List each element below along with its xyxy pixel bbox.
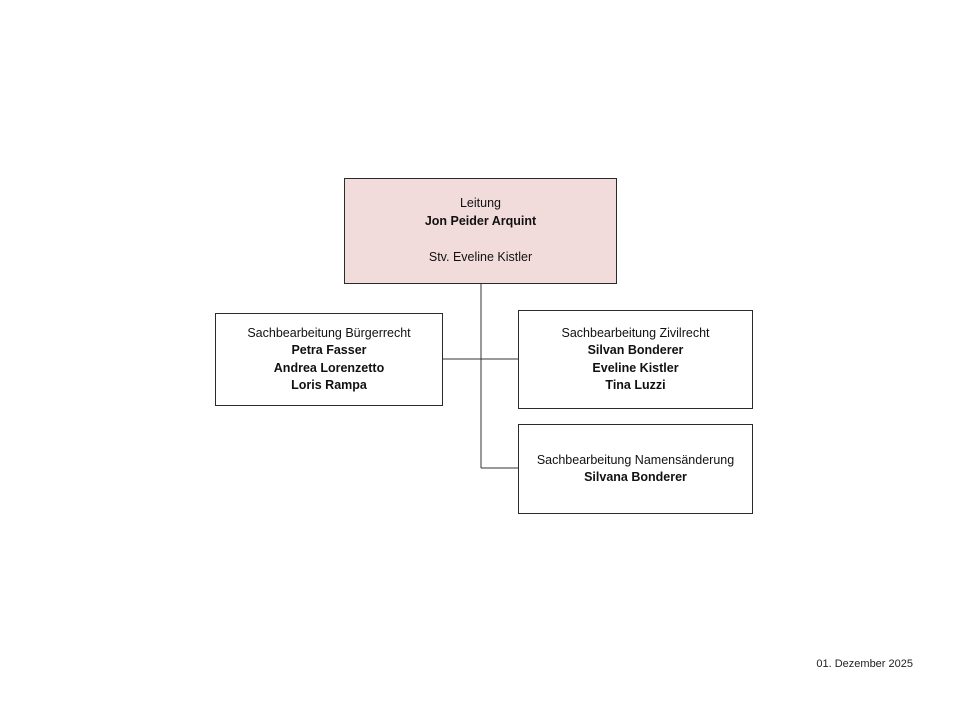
lead-title: Leitung: [459, 196, 501, 211]
unit-member: Eveline Kistler: [592, 360, 679, 375]
unit-member: Andrea Lorenzetto: [273, 360, 385, 375]
unit-title: Sachbearbeitung Namensänderung: [536, 452, 735, 467]
unit-member: Silvana Bonderer: [584, 470, 687, 484]
unit-member: Tina Luzzi: [605, 378, 666, 392]
footer-date: 01. Dezember 2025: [816, 658, 913, 670]
unit-member: Silvan Bonderer: [587, 343, 684, 357]
unit-box-namensaenderung: Sachbearbeitung Namensänderung Silvana B…: [518, 424, 753, 514]
lead-box: Leitung Jon Peider Arquint Stv. Eveline …: [344, 178, 617, 284]
lead-deputy: Stv. Eveline Kistler: [428, 250, 533, 265]
unit-title: Sachbearbeitung Zivilrecht: [561, 325, 710, 340]
lead-name: Jon Peider Arquint: [424, 213, 537, 228]
unit-box-buergerrecht: Sachbearbeitung Bürgerrecht Petra Fasser…: [215, 313, 443, 406]
unit-title: Sachbearbeitung Bürgerrecht: [247, 325, 411, 340]
unit-member: Loris Rampa: [291, 378, 367, 392]
unit-member: Petra Fasser: [291, 343, 367, 357]
unit-box-zivilrecht: Sachbearbeitung Zivilrecht Silvan Bonder…: [518, 310, 753, 409]
